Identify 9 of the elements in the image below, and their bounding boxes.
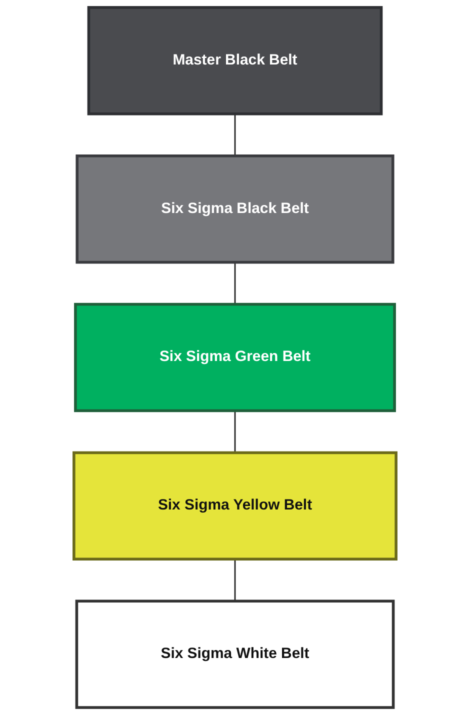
connector <box>234 559 236 602</box>
node-box: Six Sigma Yellow Belt <box>72 451 398 561</box>
connector <box>234 262 236 304</box>
connector <box>234 114 236 156</box>
connector <box>234 410 236 453</box>
node-box: Master Black Belt <box>87 6 383 116</box>
node-box: Six Sigma Black Belt <box>76 154 394 264</box>
node-box: Six Sigma White Belt <box>75 600 395 709</box>
node-box: Six Sigma Green Belt <box>74 302 396 412</box>
